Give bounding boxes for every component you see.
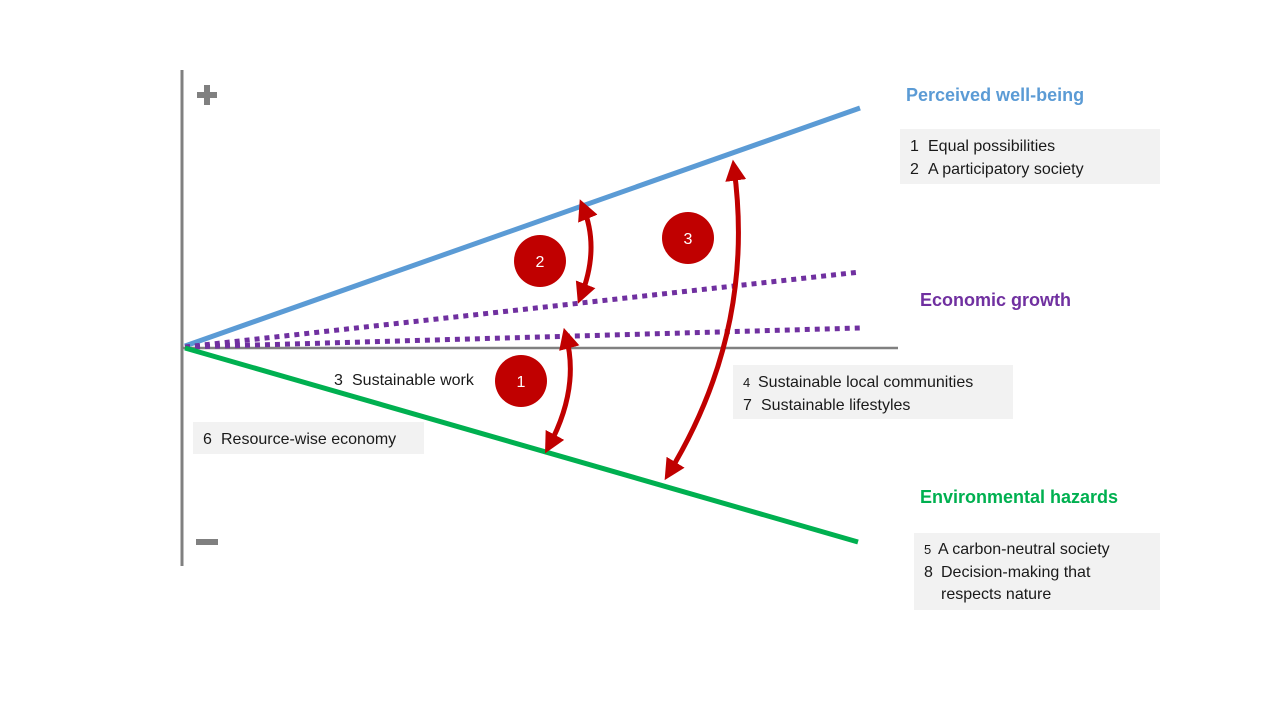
- goal-label: A participatory society: [928, 161, 1084, 178]
- growth-line-upper: [184, 269, 861, 350]
- goal-label-continuation: respects nature: [941, 586, 1051, 603]
- community-goals-box: 4 Sustainable local communities 7 Sustai…: [733, 365, 1013, 419]
- goal-label: Equal possibilities: [928, 138, 1055, 155]
- goal-label: Decision-making that: [941, 564, 1091, 581]
- svg-text:3 Sustainable work: 3 Sustainable work: [334, 372, 475, 389]
- svg-text:6 Resource-wise economy: 6 Resource-wise economy: [203, 431, 396, 448]
- badge-number: 1: [517, 374, 526, 391]
- goal-number: 6: [203, 431, 212, 448]
- svg-text:7 Sustainable lifestyles: 7 Sustainable lifestyles: [743, 397, 910, 414]
- svg-text:2 A participatory societ: 2 A participatory society: [910, 161, 1084, 178]
- svg-text:4 Sustainable local comm: 4 Sustainable local communities: [743, 374, 973, 391]
- wellbeing-line: [184, 105, 861, 349]
- goal-number: 8: [924, 564, 933, 581]
- work-goal-label: 3 Sustainable work: [334, 372, 475, 389]
- goal-label: Resource-wise economy: [221, 431, 396, 448]
- gap-badge-2: 2: [514, 235, 566, 287]
- goal-number: 4: [743, 375, 750, 390]
- gap-arrow-2: [575, 199, 598, 304]
- svg-text:1 Equal possibilities: 1 Equal possibilities: [910, 138, 1055, 155]
- goal-number: 2: [910, 161, 919, 178]
- goal-number: 1: [910, 138, 919, 155]
- gap-arrow-3: [664, 159, 747, 481]
- hazards-series-label: Environmental hazards: [920, 487, 1118, 507]
- goal-label: Sustainable lifestyles: [761, 397, 910, 414]
- svg-text:8 Decision-making that: 8 Decision-making that: [924, 564, 1091, 581]
- hazard-goals-box: 5 A carbon-neutral society 8 Decision-ma…: [914, 533, 1160, 610]
- badge-number: 3: [684, 231, 693, 248]
- goal-label: A carbon-neutral society: [938, 541, 1110, 558]
- svg-text:5 A carbon-neutral socie: 5 A carbon-neutral society: [924, 541, 1110, 558]
- goal-number: 5: [924, 542, 931, 557]
- badge-number: 2: [536, 254, 545, 271]
- goal-label: Sustainable local communities: [758, 374, 973, 391]
- goal-number: 3: [334, 372, 343, 389]
- growth-line-lower: [184, 325, 861, 350]
- minus-icon: [196, 539, 218, 545]
- wellbeing-series-label: Perceived well-being: [906, 85, 1084, 105]
- gap-badge-3: 3: [662, 212, 714, 264]
- gap-badge-1: 1: [495, 355, 547, 407]
- hazards-line: [184, 345, 859, 545]
- plus-icon: [197, 85, 217, 105]
- goal-label: Sustainable work: [352, 372, 475, 389]
- gap-arrow-1: [545, 327, 580, 454]
- growth-series-label: Economic growth: [920, 290, 1071, 310]
- wellbeing-goals-box: 1 Equal possibilities 2 A participatory …: [900, 129, 1160, 184]
- economy-goal-box: 6 Resource-wise economy: [193, 422, 424, 454]
- goal-number: 7: [743, 397, 752, 414]
